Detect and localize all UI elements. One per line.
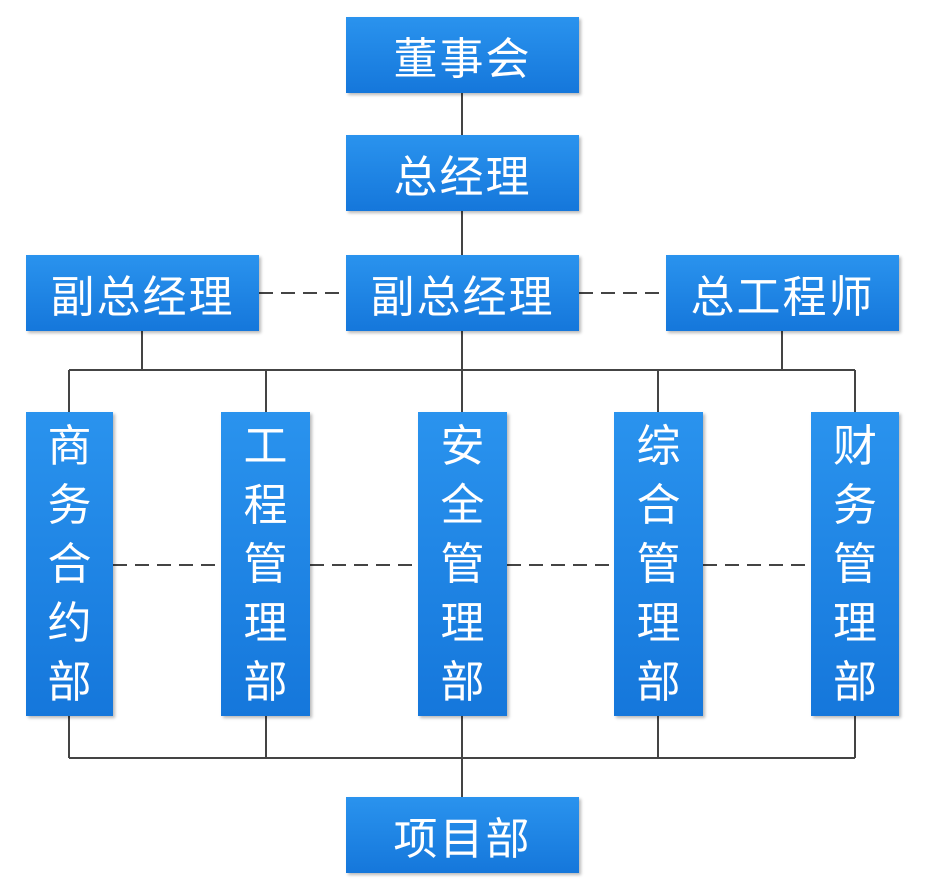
chief-engineer-node: 总工程师 [666,255,899,331]
dept-commercial-contract-node: 商 务 合 约 部 [26,412,113,716]
dept-5-char-1: 财 [833,420,877,472]
dept-finance-mgmt-node: 财 务 管 理 部 [811,412,899,716]
dept-4-char-1: 综 [636,420,681,472]
dept-2-char-3: 管 [243,538,288,590]
dept-1-char-4: 约 [47,597,92,649]
dept-4-char-2: 合 [636,479,681,531]
dept-1-char-5: 部 [47,656,92,708]
dept-3-char-4: 理 [440,597,485,649]
dept-4-char-4: 理 [636,597,681,649]
board-node: 董事会 [346,17,579,93]
dept-general-mgmt-node: 综 合 管 理 部 [614,412,703,716]
dept-2-char-2: 程 [243,479,288,531]
dept-1-char-3: 合 [47,538,92,590]
dept-1-char-2: 务 [47,479,92,531]
dept-3-char-3: 管 [440,538,485,590]
dept-3-char-2: 全 [440,479,485,531]
dept-5-char-3: 管 [833,538,877,590]
dept-1-char-1: 商 [47,420,92,472]
dept-5-char-4: 理 [833,597,877,649]
dept-2-char-1: 工 [243,420,288,472]
dept-2-char-5: 部 [243,656,288,708]
dept-5-char-5: 部 [833,656,877,708]
general-manager-node: 总经理 [346,135,579,211]
deputy-gm-center-node: 副总经理 [346,255,579,331]
dept-engineering-mgmt-node: 工 程 管 理 部 [221,412,310,716]
dept-3-char-5: 部 [440,656,485,708]
dept-4-char-5: 部 [636,656,681,708]
dept-safety-mgmt-node: 安 全 管 理 部 [418,412,507,716]
dept-2-char-4: 理 [243,597,288,649]
dept-4-char-3: 管 [636,538,681,590]
dept-5-char-2: 务 [833,479,877,531]
project-dept-node: 项目部 [346,797,579,873]
dept-3-char-1: 安 [440,420,485,472]
deputy-gm-left-node: 副总经理 [26,255,259,331]
